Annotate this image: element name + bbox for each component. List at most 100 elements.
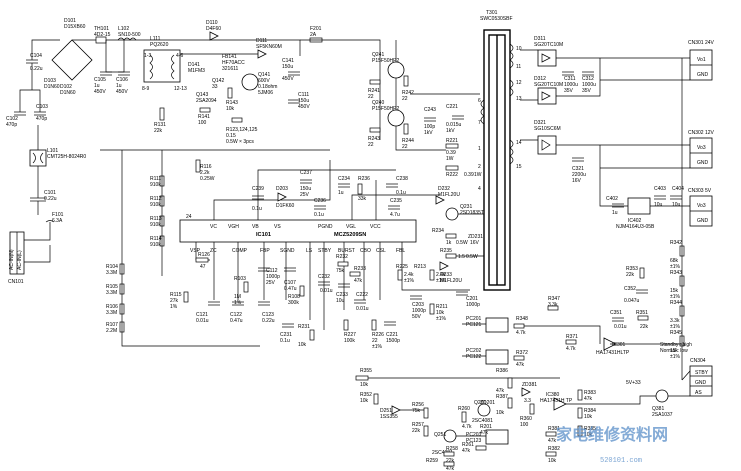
d233-label: D233 bbox=[440, 272, 452, 278]
svg-text:47k: 47k bbox=[354, 278, 363, 284]
r347-label: R347 bbox=[548, 296, 560, 302]
pc201-optocoupler: PC201 PC121 bbox=[466, 316, 509, 333]
standby-note-low: Normal : low bbox=[660, 348, 688, 354]
c243-label: C243 bbox=[424, 107, 436, 113]
zd381-label: ZD381 bbox=[522, 382, 537, 388]
ic402-regulator bbox=[627, 197, 651, 215]
svg-text:16V: 16V bbox=[572, 178, 582, 184]
svg-text:10k: 10k bbox=[548, 458, 557, 464]
svg-text:C239: C239 bbox=[252, 186, 264, 192]
svg-text:600V: 600V bbox=[258, 78, 270, 84]
svg-text:450V: 450V bbox=[94, 89, 106, 95]
d101-value: D15XB60 bbox=[64, 24, 86, 30]
svg-text:Vo1: Vo1 bbox=[697, 57, 706, 63]
svg-text:22k: 22k bbox=[640, 324, 649, 330]
svg-text:±1%: ±1% bbox=[670, 324, 681, 330]
d251-diode bbox=[391, 405, 401, 415]
svg-text:3.3k: 3.3k bbox=[670, 318, 680, 324]
d312-diode bbox=[537, 87, 557, 105]
r227-label: R227 bbox=[344, 332, 356, 338]
d111-value: SF5KN60M bbox=[256, 44, 282, 50]
svg-text:1%: 1% bbox=[170, 304, 178, 310]
svg-text:±1%: ±1% bbox=[404, 278, 415, 284]
r348-label: R348 bbox=[516, 316, 528, 322]
r201-label: R201 bbox=[480, 424, 492, 430]
c102-label: C102 bbox=[6, 116, 18, 122]
svg-text:22: 22 bbox=[368, 142, 374, 148]
c231-label: C231 bbox=[280, 332, 292, 338]
svg-text:Vo3: Vo3 bbox=[697, 145, 706, 151]
zd381-zener bbox=[521, 387, 531, 397]
svg-text:0.01u: 0.01u bbox=[320, 288, 333, 294]
svg-text:2.2M: 2.2M bbox=[106, 328, 117, 334]
svg-text:2SA1037: 2SA1037 bbox=[652, 412, 673, 418]
svg-text:1u: 1u bbox=[94, 83, 100, 89]
r387-label: R387 bbox=[496, 394, 508, 400]
r345-label: R345 bbox=[670, 330, 682, 336]
svg-text:R236: R236 bbox=[358, 176, 370, 182]
svg-text:68k: 68k bbox=[670, 258, 679, 264]
svg-text:FBP: FBP bbox=[260, 248, 270, 254]
r225-label: R225 bbox=[396, 264, 408, 270]
r360-label: R360 bbox=[520, 416, 532, 422]
svg-text:PC201: PC201 bbox=[466, 316, 482, 322]
r371-label: R371 bbox=[566, 334, 578, 340]
f201-label: F201 bbox=[310, 26, 322, 32]
svg-text:FBL: FBL bbox=[396, 248, 405, 254]
svg-text:22k: 22k bbox=[412, 428, 421, 434]
svg-text:15k: 15k bbox=[670, 288, 679, 294]
svg-text:5JM06: 5JM06 bbox=[258, 90, 273, 96]
f101-value: 6.3A bbox=[52, 218, 63, 224]
d110-label: D110 bbox=[206, 20, 218, 26]
svg-text:0.25W: 0.25W bbox=[200, 176, 215, 182]
f101-label: F101 bbox=[52, 212, 64, 218]
svg-text:R104: R104 bbox=[106, 264, 118, 270]
d232-diode bbox=[435, 195, 445, 205]
r241-label: R241 bbox=[368, 88, 380, 94]
q141-mosfet bbox=[241, 73, 259, 91]
svg-text:1k: 1k bbox=[446, 240, 452, 246]
ac-in-n-label: AC-IN(N) bbox=[9, 249, 15, 270]
svg-text:±1%: ±1% bbox=[372, 344, 383, 350]
q241-label: Q241 bbox=[372, 52, 384, 58]
controller-section: IC101 MCZ5209SN 24 VC VGH VB VS PGND VGL… bbox=[106, 150, 485, 350]
svg-text:0.01u: 0.01u bbox=[356, 306, 369, 312]
svg-text:CSL: CSL bbox=[376, 248, 386, 254]
svg-text:M1FL20U: M1FL20U bbox=[438, 192, 460, 198]
r353-label: R353 bbox=[626, 266, 638, 272]
svg-text:Vo3: Vo3 bbox=[697, 203, 706, 209]
d321-diode bbox=[537, 135, 557, 155]
svg-text:1000p: 1000p bbox=[466, 302, 480, 308]
svg-text:VGL: VGL bbox=[346, 224, 356, 230]
svg-text:R112: R112 bbox=[150, 196, 162, 202]
svg-text:10u: 10u bbox=[654, 202, 663, 208]
svg-text:R107: R107 bbox=[106, 322, 118, 328]
svg-text:7: 7 bbox=[478, 120, 481, 126]
ic101-controller bbox=[179, 219, 417, 243]
ic301-label: IC301 bbox=[612, 342, 626, 348]
svg-text:1000p: 1000p bbox=[412, 308, 426, 314]
q201-label: Q201 bbox=[474, 400, 486, 406]
svg-text:4.7k: 4.7k bbox=[566, 346, 576, 352]
fb141-label: FB141 bbox=[222, 54, 237, 60]
svg-text:C237: C237 bbox=[300, 170, 312, 176]
svg-text:150u: 150u bbox=[282, 64, 293, 70]
d203-diode bbox=[277, 192, 287, 202]
r234-label: R234 bbox=[432, 228, 444, 234]
r343-label: R343 bbox=[670, 270, 682, 276]
svg-text:NJM4164U3-05B: NJM4164U3-05B bbox=[616, 224, 655, 230]
q231-transistor bbox=[445, 207, 459, 221]
d101-label: D101 bbox=[64, 18, 76, 24]
svg-text:R106: R106 bbox=[106, 304, 118, 310]
svg-text:STBY: STBY bbox=[318, 248, 332, 254]
svg-text:SG10SC6M: SG10SC6M bbox=[534, 126, 561, 132]
svg-text:PC203: PC203 bbox=[466, 432, 482, 438]
r213-label: R213 bbox=[414, 264, 426, 270]
svg-text:321611: 321611 bbox=[222, 66, 239, 72]
svg-text:±1%: ±1% bbox=[436, 316, 447, 322]
svg-text:P15F50HP2: P15F50HP2 bbox=[372, 58, 399, 64]
t301-transformer: T301 SWC0530SBF 6 7 1 2 4 10 11 12 13 14… bbox=[478, 10, 522, 291]
svg-text:GND: GND bbox=[695, 380, 707, 386]
c221b-label: C221 bbox=[386, 332, 398, 338]
